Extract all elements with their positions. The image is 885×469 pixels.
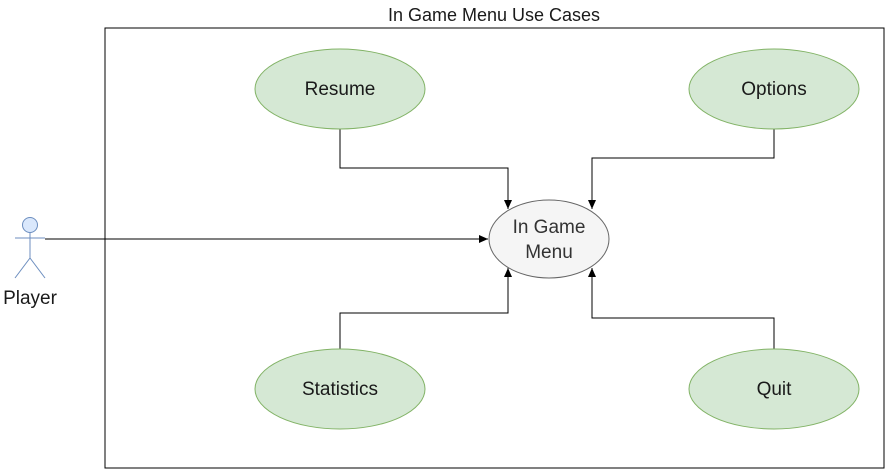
connector-quit-to-menu — [588, 268, 775, 350]
use-case-statistics[interactable]: Statistics — [254, 348, 426, 430]
use-case-quit[interactable]: Quit — [688, 348, 860, 430]
in-game-menu-label-line1: In Game — [513, 217, 586, 238]
connector-resume-to-menu — [339, 128, 512, 209]
connector-statistics-to-menu — [339, 268, 512, 350]
use-case-options[interactable]: Options — [688, 48, 860, 130]
use-case-in-game-menu[interactable]: In Game Menu — [488, 199, 610, 279]
diagram-title: In Game Menu Use Cases — [388, 5, 600, 25]
use-case-quit-label: Quit — [757, 379, 793, 400]
use-case-resume-label: Resume — [305, 79, 376, 100]
connector-options-to-menu — [588, 128, 775, 209]
actor-player-label: Player — [3, 288, 58, 309]
use-case-options-label: Options — [741, 79, 806, 100]
actor-player[interactable]: Player — [3, 217, 58, 310]
in-game-menu-label-line2: Menu — [525, 242, 573, 263]
use-case-statistics-label: Statistics — [302, 379, 378, 400]
stick-figure-actor-icon — [14, 217, 46, 279]
use-case-resume[interactable]: Resume — [254, 48, 426, 130]
